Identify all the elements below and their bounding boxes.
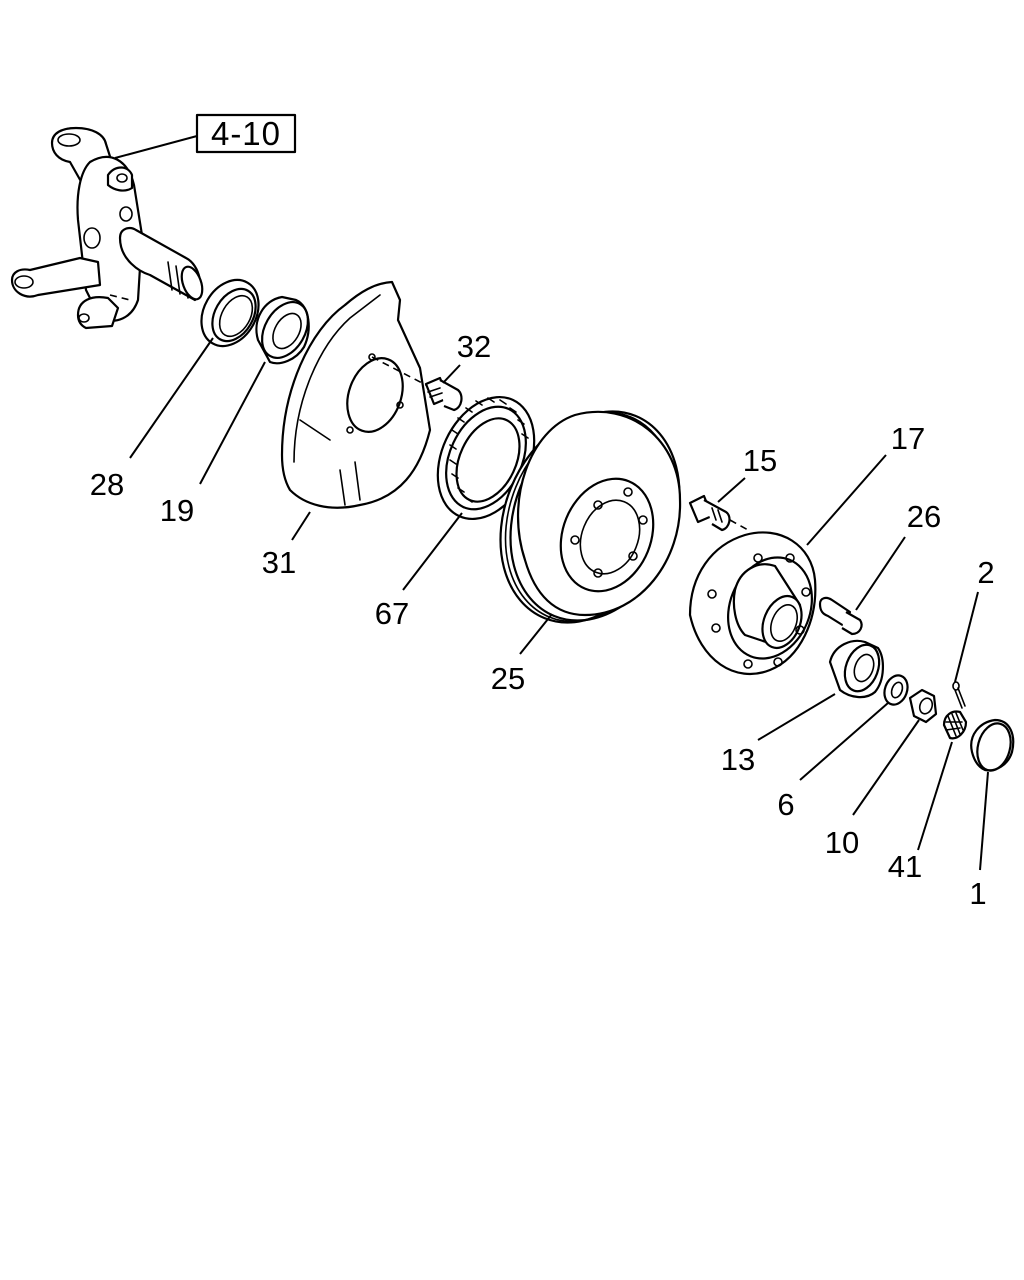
hub-cap-part-1: [970, 718, 1015, 772]
callout-41: 41: [888, 849, 922, 884]
cotter-pin-part-2: [952, 681, 966, 709]
hub-bolt-part-15: [688, 494, 749, 532]
inner-bearing-part-19: [255, 295, 310, 365]
callout-19: 19: [160, 493, 194, 528]
callout-2: 2: [977, 555, 994, 590]
bearing-part-13: [828, 639, 884, 699]
callout-31: 31: [262, 545, 296, 580]
callout-10: 10: [825, 825, 859, 860]
callout-6: 6: [777, 787, 794, 822]
callout-25: 25: [491, 661, 525, 696]
steering-knuckle: [10, 126, 204, 330]
callout-26: 26: [907, 499, 941, 534]
bolt-part-32: [371, 356, 463, 412]
reference-label: 4-10: [211, 115, 281, 152]
reference-box: 4-10: [114, 113, 297, 159]
callout-32: 32: [457, 329, 491, 364]
oil-seal-part-28: [200, 278, 260, 348]
leader-lines: [129, 337, 989, 871]
callout-67: 67: [375, 596, 409, 631]
callout-28: 28: [90, 467, 124, 502]
callout-1: 1: [969, 876, 986, 911]
hub-flange-part-17: [688, 531, 817, 676]
brake-disc-part-25: [499, 410, 682, 624]
bolt-part-26: [818, 596, 863, 636]
callout-13: 13: [721, 742, 755, 777]
callout-15: 15: [743, 443, 777, 478]
callout-17: 17: [891, 421, 925, 456]
washer-part-6: [883, 674, 909, 706]
dust-shield-part-31: [280, 280, 432, 509]
nut-part-10: [908, 688, 938, 724]
lock-cap-part-41: [942, 710, 968, 740]
callout-labels: 32 28 19 31 67 25 15 17 26 2 13 6 10 41 …: [90, 329, 995, 911]
